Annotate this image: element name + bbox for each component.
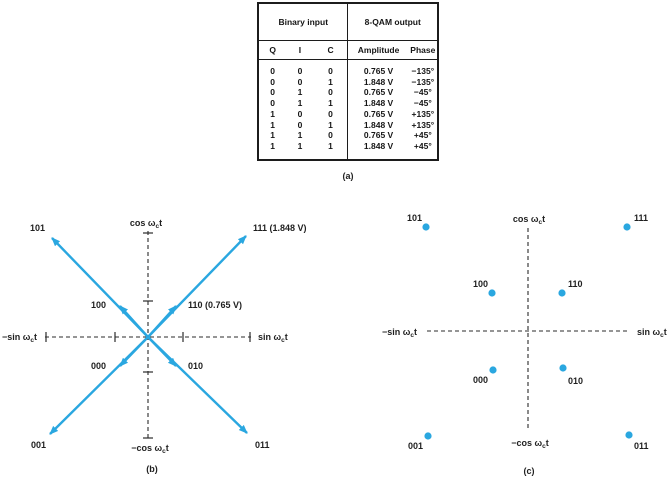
truth-table-panel: Binary input 8-QAM output Q I C Amplitud… [257, 2, 443, 181]
phasor-label-101: 101 [30, 223, 45, 233]
cell-q: 0 [270, 76, 276, 87]
constellation-point-100 [488, 289, 496, 297]
point-label-101: 101 [407, 213, 422, 223]
cell-i: 0 [297, 119, 303, 130]
cell-c: 0 [328, 130, 333, 141]
neg-cos-axis-label: −cos ωct [131, 443, 169, 455]
phasor-arrow-000 [119, 336, 149, 367]
cell-phase: +45° [413, 130, 432, 141]
cell-c: 0 [328, 108, 333, 119]
cell-c: 0 [328, 66, 333, 76]
cell-phase: −45° [413, 98, 432, 109]
phasor-label-111: 111 (1.848 V) [253, 223, 307, 233]
binary-input-group-header: Binary input [258, 3, 348, 41]
constellation-point-001 [424, 432, 432, 440]
cell-i: 1 [297, 87, 303, 98]
phasor-arrow-100 [119, 305, 149, 338]
table-row: 1 0 1 1.848 V +135° [258, 119, 438, 131]
phasor-arrow-110 [147, 305, 177, 338]
point-label-100: 100 [473, 279, 488, 289]
cell-i: 0 [297, 66, 303, 76]
cos-axis-label: cos ωct [513, 214, 545, 226]
table-row: 1 0 0 0.765 V +135° [258, 108, 438, 120]
cell-amplitude: 1.848 V [347, 140, 409, 160]
cell-amplitude: 1.848 V [347, 76, 409, 88]
phasor-arrow-010 [147, 336, 177, 367]
constellation-point-010 [559, 364, 567, 372]
phasor-diagram: cos ωct −cos ωct −sin ωct sin ωct 101 11… [2, 218, 307, 474]
constellation-point-000 [489, 366, 497, 374]
cos-axis-label: cos ωct [130, 218, 162, 230]
cell-q: 0 [270, 66, 276, 76]
neg-sin-axis-label: −sin ωct [2, 332, 37, 344]
cell-i: 1 [297, 140, 303, 151]
cell-i: 1 [297, 98, 303, 109]
table-row: 1 1 0 0.765 V +45° [258, 130, 438, 141]
qam-output-group-header: 8-QAM output [347, 3, 438, 41]
phasor-label-000: 000 [91, 361, 106, 371]
point-label-001: 001 [408, 441, 423, 451]
col-header-amplitude: Amplitude [347, 40, 409, 60]
constellation-point-110 [558, 289, 566, 297]
cell-q: 0 [270, 87, 276, 98]
phasor-label-100: 100 [91, 300, 106, 310]
constellation-point-111 [623, 223, 631, 231]
cell-phase: −135° [411, 76, 435, 87]
phasor-label-011: 011 [255, 440, 270, 450]
point-label-111: 111 [634, 213, 648, 223]
cell-q: 1 [270, 140, 276, 151]
cell-i: 0 [297, 76, 303, 87]
cell-amplitude: 0.765 V [347, 87, 409, 99]
cell-i: 0 [297, 108, 303, 119]
col-header-i: I [286, 40, 314, 60]
cell-q: 0 [270, 98, 276, 109]
point-label-110: 110 [568, 279, 583, 289]
qam-truth-table: Binary input 8-QAM output Q I C Amplitud… [257, 2, 439, 161]
point-label-000: 000 [473, 375, 488, 385]
cell-c: 0 [328, 87, 333, 98]
cell-c: 1 [328, 76, 333, 87]
neg-cos-axis-label: −cos ωct [511, 438, 549, 450]
col-header-c: C [313, 40, 348, 60]
cell-i: 1 [297, 130, 303, 141]
cell-phase: −135° [411, 66, 435, 76]
cell-amplitude: 1.848 V [347, 119, 409, 131]
table-row: 0 1 1 1.848 V −45° [258, 98, 438, 109]
caption-b: (b) [146, 464, 158, 474]
col-header-phase: Phase [408, 40, 438, 60]
constellation-point-101 [422, 223, 430, 231]
cell-amplitude: 1.848 V [347, 98, 409, 109]
caption-c: (c) [524, 466, 535, 476]
phasor-label-110: 110 (0.765 V) [188, 300, 242, 310]
cell-c: 1 [328, 119, 333, 130]
neg-sin-axis-label: −sin ωct [382, 327, 417, 339]
cell-phase: −45° [413, 87, 432, 98]
caption-a: (a) [342, 170, 354, 181]
table-row: 0 0 1 1.848 V −135° [258, 76, 438, 88]
phasor-label-010: 010 [188, 361, 203, 371]
point-label-011: 011 [634, 441, 649, 451]
constellation-diagram: cos ωct −cos ωct −sin ωct sin ωct 101 11… [382, 213, 667, 476]
constellation-point-011 [625, 431, 633, 439]
cell-q: 1 [270, 119, 276, 130]
cell-c: 1 [328, 140, 333, 151]
cell-amplitude: 0.765 V [347, 130, 409, 141]
cell-phase: +135° [411, 108, 435, 119]
point-label-010: 010 [568, 376, 583, 386]
cell-q: 1 [270, 130, 276, 141]
sin-axis-label: sin ωct [258, 332, 288, 344]
table-row: 0 0 0 0.765 V −135° [258, 59, 438, 77]
cell-amplitude: 0.765 V [347, 59, 409, 77]
table-row: 1 1 1 1.848 V +45° [258, 140, 438, 160]
cell-phase: +135° [411, 119, 435, 130]
sin-axis-label: sin ωct [637, 327, 667, 339]
table-row: 0 1 0 0.765 V −45° [258, 87, 438, 99]
phasor-label-001: 001 [31, 440, 46, 450]
cell-c: 1 [328, 98, 333, 109]
cell-phase: +45° [413, 140, 432, 151]
col-header-q: Q [258, 40, 287, 60]
cell-amplitude: 0.765 V [347, 108, 409, 120]
cell-q: 1 [270, 108, 276, 119]
